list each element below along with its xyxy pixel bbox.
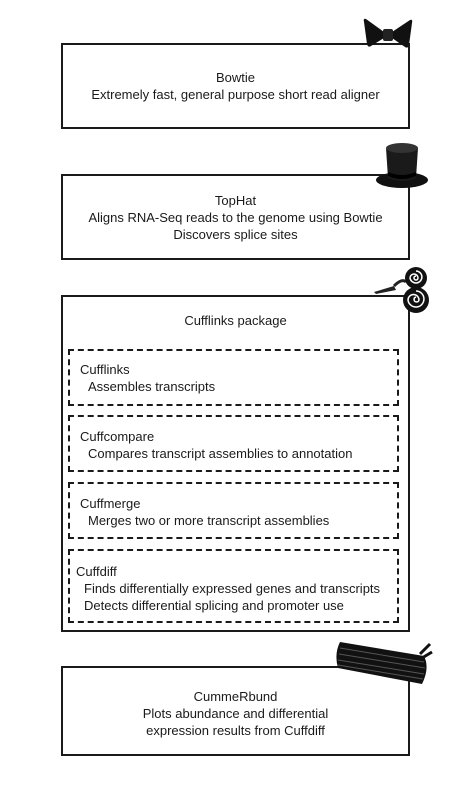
cuffcompare-tool-desc: Compares transcript assemblies to annota… <box>88 446 353 461</box>
cummerbund-title: CummeRbund <box>193 689 278 704</box>
bowtie-box: Bowtie Extremely fast, general purpose s… <box>61 43 410 129</box>
cuffdiff-tool-desc-1: Finds differentially expressed genes and… <box>84 581 381 596</box>
cuffmerge-tool-desc: Merges two or more transcript assemblies <box>88 513 330 528</box>
bowtie-title: Bowtie <box>215 70 256 85</box>
cuffcompare-tool-name: Cuffcompare <box>80 429 155 444</box>
cufflinks-package-box: Cufflinks package Cufflinks Assembles tr… <box>61 295 410 632</box>
bowtie-icon <box>363 18 413 48</box>
cufflinks-tool-desc: Assembles transcripts <box>88 379 216 394</box>
tophat-line-1: Aligns RNA-Seq reads to the genome using… <box>88 210 383 225</box>
bowtie-description: Extremely fast, general purpose short re… <box>91 87 380 102</box>
cufflinks-tool-box: Cufflinks Assembles transcripts <box>68 349 399 406</box>
cummerbund-line-1: Plots abundance and differential <box>142 706 329 721</box>
cufflinks-package-title: Cufflinks package <box>184 313 287 328</box>
cummerbund-box: CummeRbund Plots abundance and different… <box>61 666 410 756</box>
cuffdiff-tool-desc-2: Detects differential splicing and promot… <box>84 598 344 613</box>
cufflinks-tool-name: Cufflinks <box>80 362 130 377</box>
cuffmerge-tool-name: Cuffmerge <box>80 496 141 511</box>
top-hat-icon <box>376 143 428 188</box>
tophat-title: TopHat <box>214 193 257 208</box>
tophat-box: TopHat Aligns RNA-Seq reads to the genom… <box>61 174 410 260</box>
cuffdiff-tool-name: Cuffdiff <box>76 564 117 579</box>
cufflinks-icon <box>374 267 429 313</box>
cuffmerge-tool-box: Cuffmerge Merges two or more transcript … <box>68 482 399 539</box>
cuffcompare-tool-box: Cuffcompare Compares transcript assembli… <box>68 415 399 472</box>
cummerbund-line-2: expression results from Cuffdiff <box>146 723 325 738</box>
tophat-line-2: Discovers splice sites <box>173 227 298 242</box>
cummerbund-icon <box>336 642 433 684</box>
cuffdiff-tool-box: Cuffdiff Finds differentially expressed … <box>68 549 399 623</box>
